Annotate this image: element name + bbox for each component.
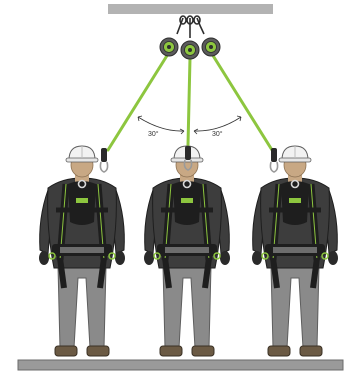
self-retracting-lifeline-icon bbox=[202, 38, 220, 56]
anchor-beam bbox=[108, 4, 273, 14]
anchor-carabiners bbox=[177, 16, 204, 38]
snap-hook-icon bbox=[270, 148, 277, 172]
lifeline-left bbox=[108, 54, 168, 150]
angle-arc-left bbox=[138, 117, 184, 131]
snap-hook-icon bbox=[100, 148, 107, 172]
angle-arc-right bbox=[194, 117, 241, 131]
floor bbox=[18, 360, 343, 370]
angle-label-right: 30° bbox=[212, 130, 223, 138]
worker-left bbox=[39, 146, 125, 356]
angle-label-left: 30° bbox=[148, 130, 159, 138]
worker-right bbox=[252, 146, 338, 356]
self-retracting-lifeline-icon bbox=[160, 38, 178, 56]
self-retracting-lifeline-icon bbox=[181, 41, 199, 59]
worker-center bbox=[144, 146, 230, 356]
lifeline-center bbox=[188, 58, 190, 145]
lifelines bbox=[108, 54, 272, 150]
